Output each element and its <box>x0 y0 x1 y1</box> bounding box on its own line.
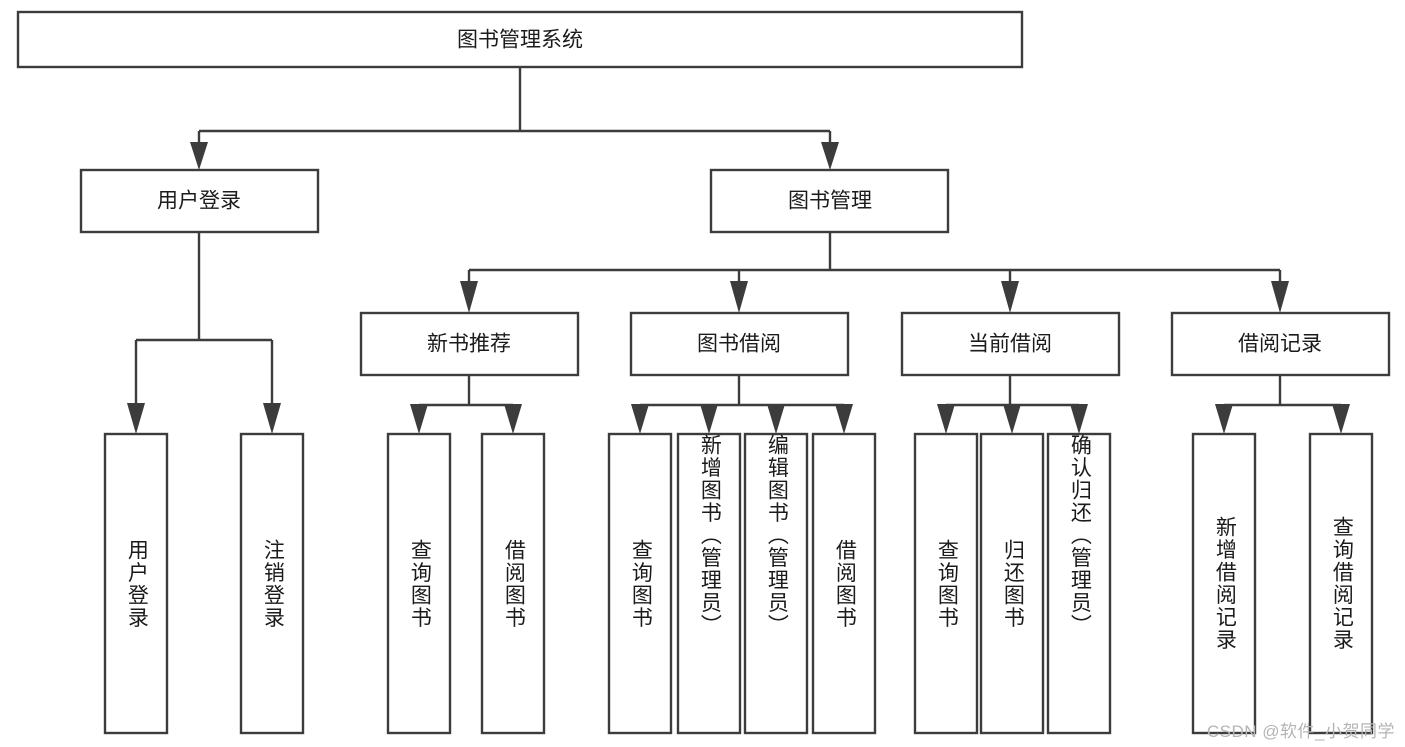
arrowhead-cb-0 <box>937 404 955 434</box>
node-current-borrow-box[interactable] <box>900 311 1121 377</box>
node-borrow-record-label: 借阅记录 <box>1238 333 1322 356</box>
node-leaf-bb-1-box[interactable] <box>676 432 742 735</box>
arrowhead-cb-1 <box>1003 404 1021 434</box>
arrowhead-book-borrow <box>730 281 748 313</box>
arrowhead-current-borrow <box>1001 281 1019 313</box>
node-new-book-label: 新书推荐 <box>427 333 511 356</box>
arrowhead-borrow-record <box>1271 281 1289 313</box>
node-leaf-cb-1-box[interactable] <box>979 432 1045 735</box>
node-leaf-cb-0-box[interactable] <box>913 432 979 735</box>
node-book-borrow-label: 图书借阅 <box>697 333 781 356</box>
arrowhead-ul-1 <box>263 403 281 434</box>
node-user-login-box[interactable] <box>79 168 320 234</box>
node-leaf-ul-0-box[interactable] <box>103 432 169 735</box>
node-book-manage-label: 图书管理 <box>788 190 872 213</box>
arrowhead-bb-1 <box>700 404 718 434</box>
arrowhead-user-login <box>190 142 208 170</box>
arrowhead-book-manage <box>821 142 839 170</box>
node-current-borrow-label: 当前借阅 <box>968 333 1052 356</box>
node-leaf-cb-2-box[interactable] <box>1046 432 1112 735</box>
arrowhead-br-1 <box>1332 404 1350 434</box>
node-leaf-bb-2-box[interactable] <box>743 432 809 735</box>
arrowhead-bb-2 <box>767 404 785 434</box>
node-layer: 图书管理系统 用户登录 图书管理 新书推荐 图书借阅 当前借阅 借阅记录 <box>16 10 1391 735</box>
arrowhead-cb-2 <box>1070 404 1088 434</box>
node-book-borrow-box[interactable] <box>629 311 850 377</box>
arrowhead-ul-0 <box>127 403 145 434</box>
arrowhead-nb-1 <box>504 404 522 434</box>
watermark-text: CSDN @软件_小贺同学 <box>1206 722 1395 741</box>
node-root-box[interactable] <box>16 10 1024 69</box>
node-leaf-bb-0-box[interactable] <box>607 432 673 735</box>
node-leaf-br-0-box[interactable] <box>1191 432 1257 735</box>
arrowhead-bb-3 <box>835 404 853 434</box>
node-leaf-nb-0-box[interactable] <box>386 432 452 735</box>
arrowhead-nb-0 <box>410 404 428 434</box>
node-leaf-nb-1-box[interactable] <box>480 432 546 735</box>
arrowhead-layer <box>127 142 1350 434</box>
arrowhead-new-book <box>460 281 478 313</box>
node-new-book-box[interactable] <box>359 311 580 377</box>
node-leaf-bb-3-box[interactable] <box>811 432 877 735</box>
arrowhead-bb-0 <box>631 404 649 434</box>
node-book-manage-box[interactable] <box>709 168 950 234</box>
node-leaf-ul-1-box[interactable] <box>239 432 305 735</box>
node-root-label: 图书管理系统 <box>457 29 583 52</box>
node-borrow-record-box[interactable] <box>1170 311 1391 377</box>
node-leaf-br-1-box[interactable] <box>1308 432 1374 735</box>
node-user-login-label: 用户登录 <box>157 190 241 213</box>
arrowhead-br-0 <box>1215 404 1233 434</box>
